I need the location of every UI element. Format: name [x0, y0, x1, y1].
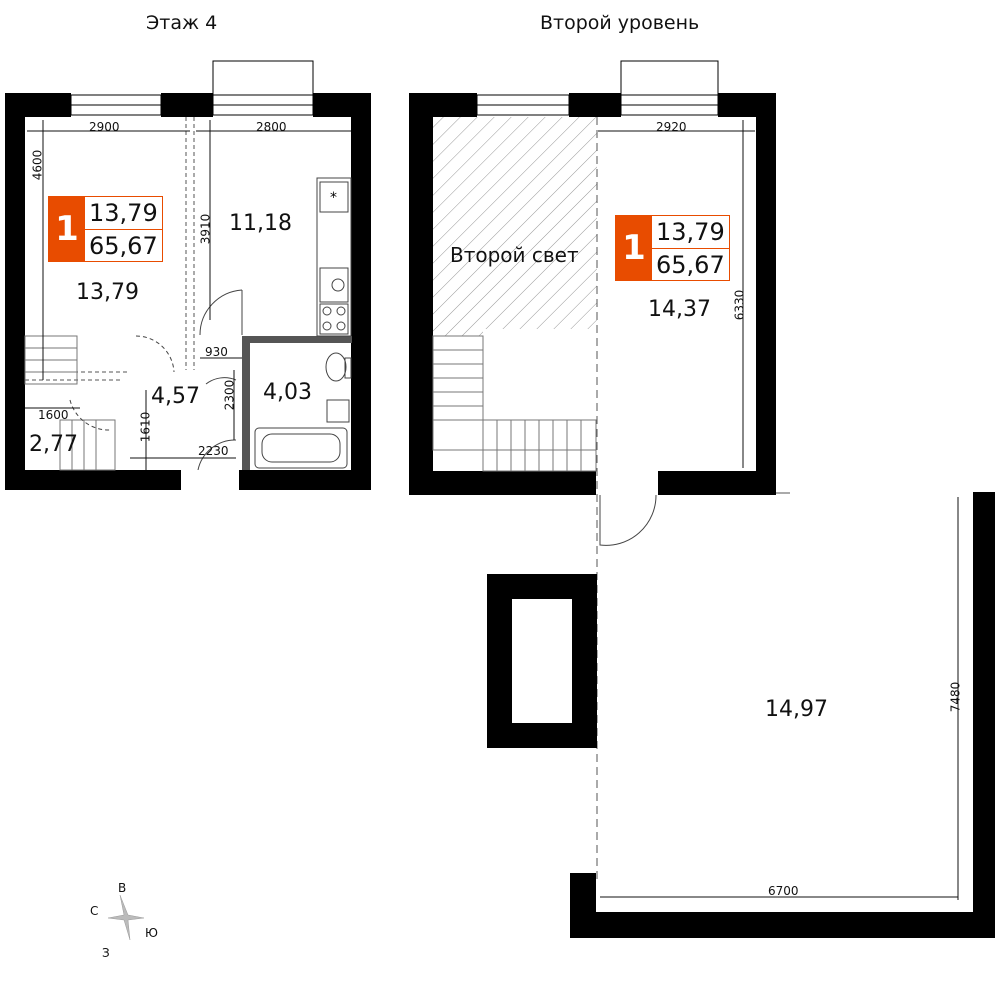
- wall: [658, 471, 776, 495]
- room-area-terrace: 14,97: [765, 697, 828, 722]
- wall: [756, 93, 776, 495]
- compass-west: С: [90, 904, 99, 918]
- total-area-value: 65,67: [656, 251, 725, 279]
- stairs: [432, 335, 597, 472]
- rooms-count: 1: [616, 216, 652, 280]
- wall: [569, 93, 621, 117]
- dimension-label: 2230: [198, 444, 229, 458]
- wall: [409, 471, 596, 495]
- room-area-bath: 4,03: [263, 380, 312, 405]
- dimension-label: 4600: [30, 149, 45, 181]
- compass-north: В: [118, 881, 127, 895]
- dimension-label: 6700: [768, 884, 799, 898]
- dimension-label: 2900: [89, 120, 120, 134]
- wall: [973, 492, 995, 938]
- apartment-badge-right: 1 13,79 65,67: [615, 215, 730, 281]
- dimension-lines: [598, 120, 959, 900]
- room-area-upper: 14,37: [648, 297, 711, 322]
- room-area-hall: 4,57: [151, 384, 200, 409]
- rooms-count: 1: [49, 197, 85, 261]
- room-area-main: 13,79: [76, 280, 139, 305]
- wall: [5, 470, 181, 490]
- living-area-value: 13,79: [85, 197, 162, 230]
- second-level-title: Второй уровень: [540, 12, 700, 34]
- bathroom-fixtures: [254, 352, 352, 469]
- dimension-label: 7480: [948, 681, 963, 713]
- wall: [351, 93, 371, 490]
- wall: [239, 470, 371, 490]
- floor4-plan: *: [5, 60, 371, 490]
- wall: [161, 93, 213, 117]
- room-area-kitchen: 11,18: [229, 211, 292, 236]
- stairs: [24, 335, 116, 471]
- balcony: [620, 60, 719, 96]
- second-light-label: Второй свет: [450, 243, 579, 267]
- wall-partition: [242, 336, 352, 343]
- compass-east: Ю: [145, 926, 158, 940]
- wall: [5, 93, 25, 490]
- wall-partition: [242, 336, 250, 470]
- kitchen-counter: [316, 177, 352, 337]
- second-light-hatch: [433, 117, 597, 329]
- dimension-label: 3910: [198, 213, 213, 245]
- second-level-plan: [409, 60, 995, 938]
- wall: [409, 93, 433, 495]
- living-area-value: 13,79: [652, 216, 729, 249]
- wall: [570, 912, 995, 938]
- compass-south: З: [102, 946, 110, 960]
- dimension-label: 2300: [222, 379, 237, 411]
- dimension-label: 930: [205, 345, 228, 359]
- dimension-label: 6330: [732, 289, 747, 321]
- dimension-lines: [25, 120, 351, 470]
- floor4-title: Этаж 4: [146, 12, 218, 34]
- snowflake-icon: *: [330, 190, 337, 206]
- total-area-value: 65,67: [89, 232, 158, 260]
- entry-gap: [181, 470, 239, 490]
- dimension-label: 2800: [256, 120, 287, 134]
- dimension-label: 2920: [656, 120, 687, 134]
- dimension-label: 1600: [38, 408, 69, 422]
- dimension-label: 1610: [138, 411, 153, 443]
- apartment-badge-left: 1 13,79 65,67: [48, 196, 163, 262]
- compass-icon: [107, 894, 145, 941]
- door: [599, 494, 657, 546]
- room-area-closet: 2,77: [29, 432, 78, 457]
- balcony: [212, 60, 314, 96]
